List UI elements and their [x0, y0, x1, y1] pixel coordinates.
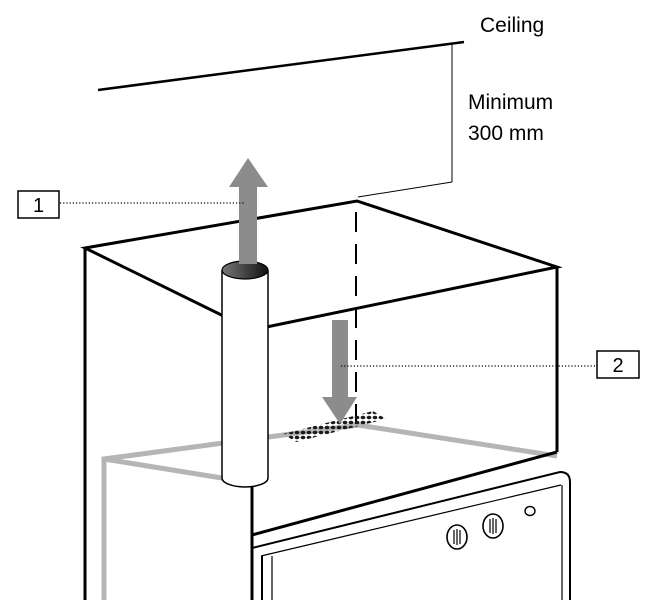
clearance-label-line1: Minimum	[468, 91, 553, 114]
callout-2-number: 2	[612, 355, 623, 377]
control-knob-1	[446, 524, 468, 550]
ceiling-line	[97, 40, 465, 92]
cabinet-top	[80, 199, 563, 332]
intake-arrow	[322, 320, 357, 424]
intake-grille	[283, 411, 386, 442]
exhaust-arrow	[229, 158, 268, 264]
exhaust-pipe	[221, 260, 269, 488]
callout-2: 2	[596, 350, 640, 379]
callout-1-number: 1	[33, 195, 44, 217]
callout-1: 1	[17, 190, 60, 219]
clearance-label-line2: 300 mm	[468, 122, 544, 145]
indicator-light	[524, 505, 536, 517]
control-knob-2	[482, 513, 504, 539]
clearance-dimension	[357, 44, 453, 198]
cabinet	[80, 199, 563, 600]
ceiling-label: Ceiling	[480, 14, 544, 37]
control-panel	[251, 470, 571, 600]
